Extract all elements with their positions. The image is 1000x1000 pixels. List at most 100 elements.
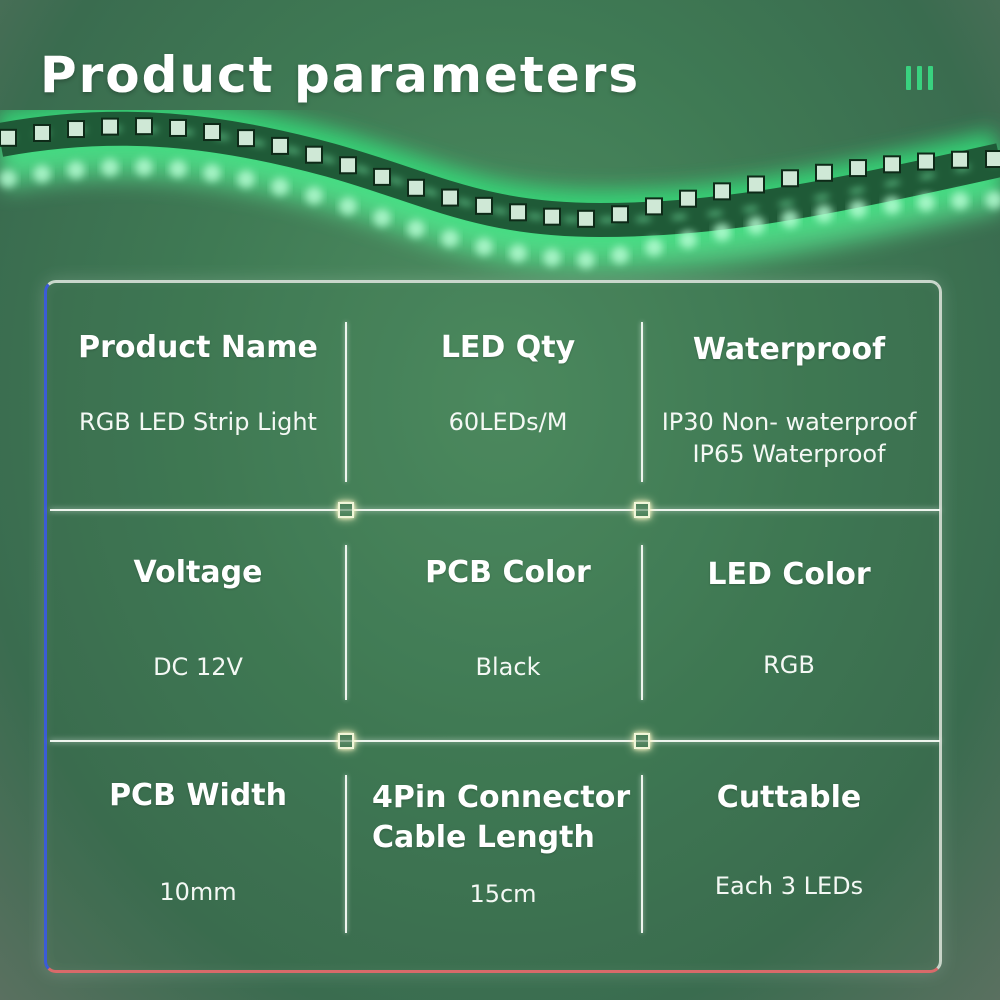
junction-node bbox=[634, 502, 650, 518]
led-glow bbox=[815, 204, 833, 223]
column-divider bbox=[345, 322, 347, 482]
param-value: IP30 Non- waterproof bbox=[661, 408, 917, 436]
led-chip bbox=[305, 145, 323, 164]
led-chip bbox=[917, 152, 935, 171]
led-chip bbox=[407, 178, 425, 197]
led-chip bbox=[67, 120, 85, 139]
led-chip bbox=[577, 209, 595, 228]
led-glow bbox=[101, 158, 119, 177]
led-glow bbox=[339, 197, 357, 216]
param-value: IP65 Waterproof bbox=[692, 440, 886, 468]
param-connector-cable-length: 4Pin Connector Cable Length 15cm bbox=[358, 778, 648, 910]
led-chip bbox=[509, 203, 527, 222]
param-label: LED Color bbox=[707, 557, 871, 592]
led-glow bbox=[679, 230, 697, 249]
param-value: DC 12V bbox=[153, 653, 243, 681]
column-divider bbox=[345, 545, 347, 700]
led-glow bbox=[917, 193, 935, 212]
led-chip bbox=[237, 129, 255, 148]
param-label: PCB Color bbox=[425, 555, 591, 590]
led-glow bbox=[849, 200, 867, 219]
led-chip bbox=[33, 123, 51, 142]
led-glow bbox=[169, 159, 187, 178]
column-divider bbox=[345, 775, 347, 933]
led-glow bbox=[781, 210, 799, 229]
param-waterproof: Waterproof IP30 Non- waterproof IP65 Wat… bbox=[641, 330, 937, 470]
led-glow bbox=[883, 196, 901, 215]
param-value: Black bbox=[475, 653, 541, 681]
led-glow bbox=[407, 219, 425, 238]
led-glow bbox=[611, 246, 629, 265]
led-chip bbox=[815, 163, 833, 182]
led-chip bbox=[101, 117, 119, 136]
led-chip bbox=[135, 117, 153, 136]
led-chip bbox=[0, 128, 17, 147]
row-divider bbox=[50, 509, 940, 511]
param-label: PCB Width bbox=[109, 778, 287, 813]
led-chip bbox=[373, 167, 391, 186]
led-strip-image bbox=[0, 110, 1000, 273]
junction-node bbox=[338, 733, 354, 749]
led-glow bbox=[951, 191, 969, 210]
param-label: LED Qty bbox=[440, 330, 576, 365]
param-pcb-width: PCB Width 10mm bbox=[50, 776, 346, 908]
param-label: 4Pin Connector bbox=[372, 780, 631, 815]
param-value: 60LEDs/M bbox=[448, 408, 568, 436]
param-product-name: Product Name RGB LED Strip Light bbox=[50, 328, 346, 438]
led-chip bbox=[985, 150, 1000, 169]
led-chip bbox=[679, 189, 697, 208]
led-chip bbox=[271, 136, 289, 155]
led-chip bbox=[339, 156, 357, 175]
led-glow bbox=[373, 208, 391, 227]
led-glow bbox=[475, 237, 493, 256]
column-divider bbox=[641, 545, 643, 700]
bars-icon bbox=[906, 66, 948, 96]
column-divider bbox=[641, 775, 643, 933]
led-glow bbox=[237, 170, 255, 189]
led-glow bbox=[747, 216, 765, 235]
led-glow bbox=[441, 229, 459, 248]
param-label: Waterproof bbox=[692, 332, 886, 367]
led-chip bbox=[645, 197, 663, 216]
led-glow bbox=[645, 238, 663, 257]
junction-node bbox=[634, 733, 650, 749]
param-label: Cuttable bbox=[716, 780, 862, 815]
led-chip bbox=[951, 150, 969, 169]
led-glow bbox=[577, 250, 595, 269]
led-chip bbox=[441, 188, 459, 207]
param-cuttable: Cuttable Each 3 LEDs bbox=[641, 778, 937, 902]
led-chip bbox=[169, 118, 187, 137]
led-glow bbox=[0, 169, 17, 188]
led-glow bbox=[713, 223, 731, 242]
param-label: Voltage bbox=[133, 555, 263, 590]
junction-node bbox=[338, 502, 354, 518]
parameters-panel bbox=[44, 280, 942, 973]
led-glow bbox=[135, 158, 153, 177]
led-chip bbox=[475, 196, 493, 215]
param-value: RGB bbox=[763, 651, 815, 679]
led-chip bbox=[747, 175, 765, 194]
led-glow bbox=[271, 177, 289, 196]
led-glow bbox=[305, 186, 323, 205]
param-pcb-color: PCB Color Black bbox=[360, 553, 656, 683]
led-chip bbox=[713, 182, 731, 201]
param-value: Each 3 LEDs bbox=[714, 872, 864, 900]
param-led-qty: LED Qty 60LEDs/M bbox=[360, 328, 656, 438]
led-glow bbox=[67, 161, 85, 180]
param-value: 10mm bbox=[159, 878, 237, 906]
row-divider bbox=[50, 740, 940, 742]
led-glow bbox=[33, 164, 51, 183]
param-label: Cable Length bbox=[372, 820, 595, 855]
led-glow bbox=[985, 191, 1000, 210]
led-chip bbox=[611, 205, 629, 224]
param-led-color: LED Color RGB bbox=[641, 555, 937, 681]
led-glow bbox=[509, 244, 527, 263]
page-title: Product parameters bbox=[40, 46, 641, 104]
led-chip bbox=[849, 159, 867, 178]
led-chip bbox=[883, 155, 901, 174]
led-chip bbox=[203, 123, 221, 142]
led-chip bbox=[543, 207, 561, 226]
led-glow bbox=[203, 164, 221, 183]
param-value: RGB LED Strip Light bbox=[79, 408, 317, 436]
led-chip bbox=[781, 169, 799, 188]
